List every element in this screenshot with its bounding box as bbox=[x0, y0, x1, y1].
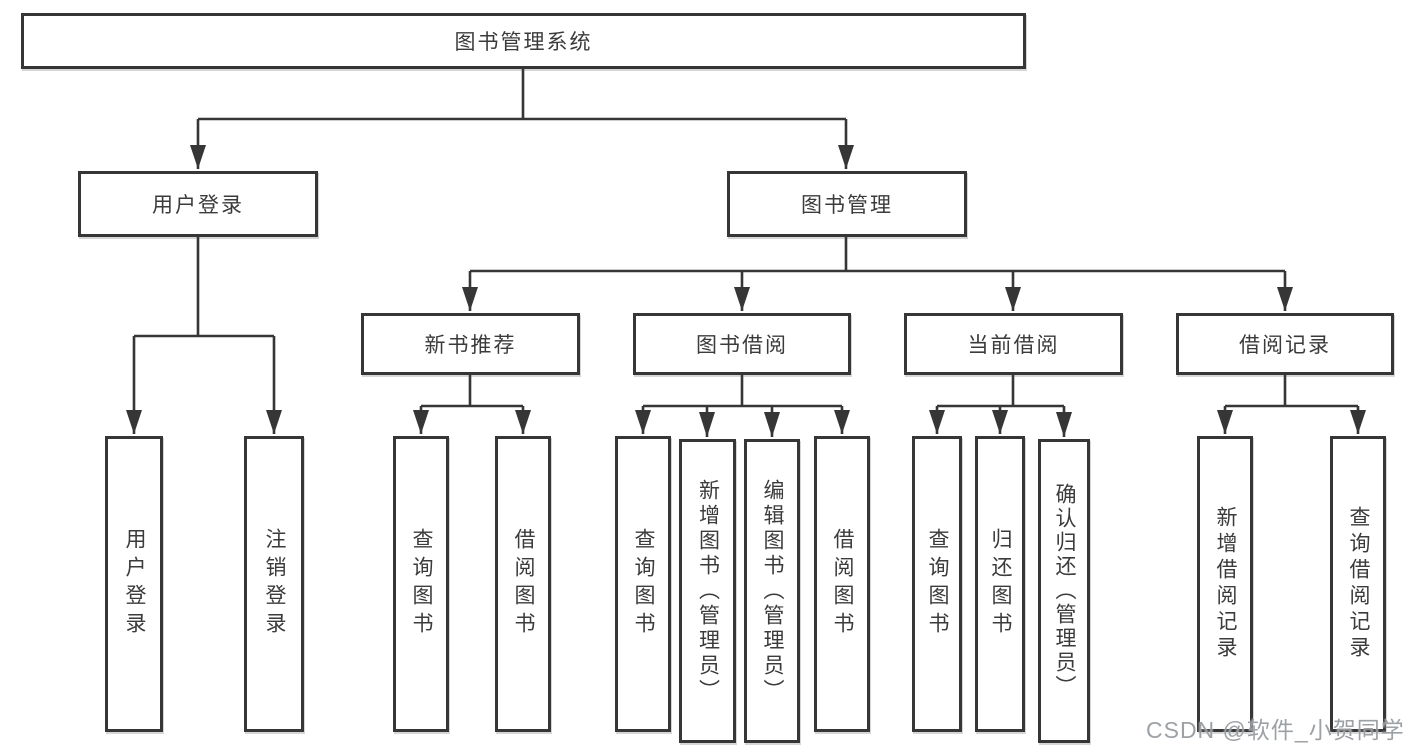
node-book-management: 图书管理 bbox=[727, 171, 967, 237]
leaf-borrow-books-borrowing: 借阅图书 bbox=[814, 436, 870, 732]
connector-userlogin-to-leaves bbox=[126, 237, 282, 434]
connector-newbook-to-leaves bbox=[413, 375, 531, 434]
node-user-login: 用户登录 bbox=[78, 171, 318, 237]
node-new-book-recommendation: 新书推荐 bbox=[361, 313, 580, 375]
connector-borrowing-to-leaves bbox=[635, 375, 850, 437]
leaf-query-books-recommend: 查询图书 bbox=[393, 436, 449, 732]
leaf-query-books-borrowing: 查询图书 bbox=[615, 436, 671, 732]
connector-records-to-leaves bbox=[1217, 375, 1366, 434]
leaf-user-login: 用户登录 bbox=[105, 436, 163, 732]
node-library-management-system: 图书管理系统 bbox=[21, 13, 1026, 69]
csdn-watermark: CSDN @软件_小贺同学 bbox=[1146, 717, 1405, 743]
connector-bookmgmt-to-level3 bbox=[462, 237, 1293, 311]
connector-root-to-level2 bbox=[190, 69, 854, 169]
leaf-query-borrow-record: 查询借阅记录 bbox=[1330, 436, 1386, 732]
node-book-borrowing: 图书借阅 bbox=[633, 313, 851, 375]
node-borrowing-records: 借阅记录 bbox=[1176, 313, 1394, 375]
node-current-borrowing: 当前借阅 bbox=[904, 313, 1123, 375]
connector-current-to-leaves bbox=[929, 375, 1072, 437]
leaf-logout-login: 注销登录 bbox=[244, 436, 304, 732]
leaf-return-book: 归还图书 bbox=[975, 436, 1025, 732]
leaf-edit-book-admin: 编辑图书（管理员） bbox=[744, 439, 800, 743]
leaf-borrow-books-recommend: 借阅图书 bbox=[495, 436, 551, 732]
leaf-add-book-admin: 新增图书（管理员） bbox=[679, 439, 736, 743]
leaf-confirm-return-admin: 确认归还（管理员） bbox=[1038, 439, 1090, 743]
leaf-add-borrow-record: 新增借阅记录 bbox=[1197, 436, 1253, 732]
leaf-query-books-current: 查询图书 bbox=[912, 436, 962, 732]
